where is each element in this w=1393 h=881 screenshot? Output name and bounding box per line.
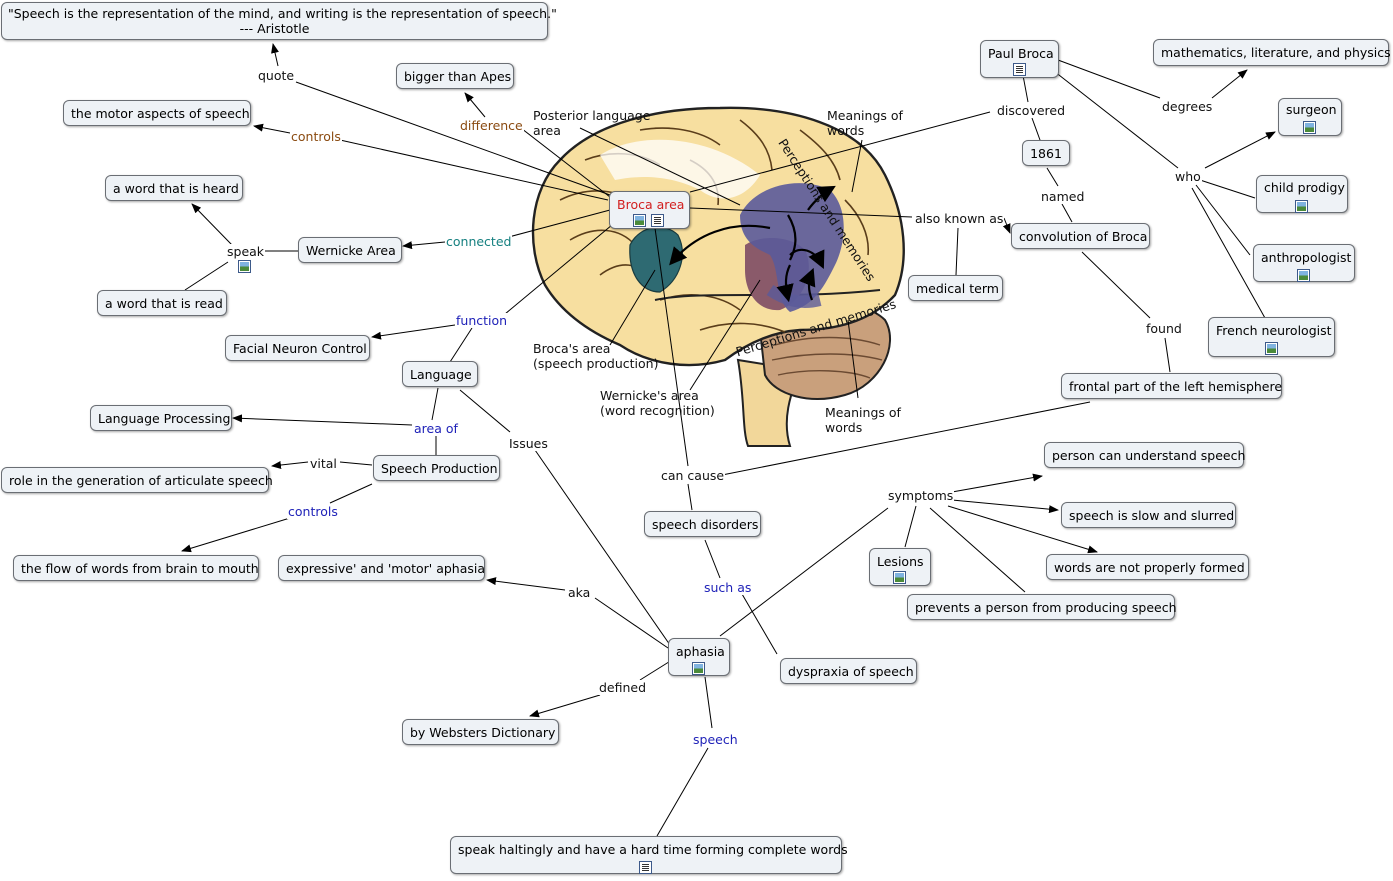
word-heard-node[interactable]: a word that is heard [105,175,243,201]
word-read-node[interactable]: a word that is read [97,290,227,316]
link-issues: Issues [508,436,549,451]
link-difference: difference [459,118,524,133]
speech-disorders-node[interactable]: speech disorders [644,511,761,537]
image-resource-icon[interactable] [1297,269,1310,282]
image-resource-icon[interactable] [238,260,251,273]
convolution-node[interactable]: convolution of Broca [1011,223,1150,249]
link-discovered: discovered [996,103,1067,118]
lesions-node[interactable]: Lesions [869,548,931,586]
link-also-known-as: also known as [914,211,1005,226]
link-area-of: area of [413,421,459,436]
language-node[interactable]: Language [402,361,478,387]
slow-slurred-node[interactable]: speech is slow and slurred [1061,502,1236,528]
link-symptoms: symptoms [887,488,955,503]
dyspraxia-node[interactable]: dyspraxia of speech [780,658,917,684]
link-found: found [1145,321,1183,336]
link-named: named [1040,189,1086,204]
wernicke-area-node[interactable]: Wernicke Area [298,237,402,263]
link-defined: defined [598,680,648,695]
document-resource-icon[interactable] [639,861,652,874]
language-processing-node[interactable]: Language Processing [90,405,232,431]
link-quote: quote [257,68,296,83]
brain-illustration [531,106,905,447]
words-not-formed-node[interactable]: words are not properly formed [1046,554,1249,580]
link-vital: vital [309,456,338,471]
link-aka: aka [567,585,592,600]
document-resource-icon[interactable] [651,214,664,227]
expressive-aphasia-node[interactable]: expressive' and 'motor' aphasia [278,555,485,581]
document-resource-icon[interactable] [1013,63,1026,76]
can-understand-node[interactable]: person can understand speech [1044,442,1245,468]
link-who: who [1174,169,1202,184]
aristotle-quote-node[interactable]: "Speech is the representation of the min… [1,2,557,40]
link-such-as: such as [703,580,753,595]
link-can-cause: can cause [660,468,726,483]
math-lit-phys-node[interactable]: mathematics, literature, and physics [1153,39,1391,66]
speech-production-node[interactable]: Speech Production [373,455,500,481]
link-function: function [455,313,509,328]
image-resource-icon[interactable] [692,662,705,675]
frontal-part-node[interactable]: frontal part of the left hemisphere [1061,373,1282,399]
medical-term-node[interactable]: medical term [908,275,1003,301]
link-controls-bottom: controls [287,504,339,519]
broca-area-node[interactable]: Broca area [609,191,690,229]
facial-neuron-node[interactable]: Facial Neuron Control [225,335,370,361]
flow-of-words-node[interactable]: the flow of words from brain to mouth [13,555,259,581]
image-resource-icon[interactable] [1303,121,1316,134]
link-speak: speak [226,244,266,259]
image-resource-icon[interactable] [1265,342,1278,355]
bigger-than-apes-node[interactable]: bigger than Apes [396,63,514,89]
prevents-speech-node[interactable]: prevents a person from producing speech [907,594,1177,620]
link-degrees: degrees [1161,99,1214,114]
french-neurologist-node[interactable]: French neurologist [1208,317,1335,357]
year-1861-node[interactable]: 1861 [1022,140,1070,166]
role-generation-node[interactable]: role in the generation of articulate spe… [1,467,273,493]
link-connected: connected [445,234,513,249]
motor-aspects-node[interactable]: the motor aspects of speech [63,100,251,126]
brain-label-brocas: Broca's area(speech production) [533,341,659,371]
image-resource-icon[interactable] [893,571,906,584]
link-controls-top: controls [290,129,342,144]
websters-node[interactable]: by Websters Dictionary [402,719,559,745]
connection-lines [181,43,1276,837]
image-resource-icon[interactable] [633,214,646,227]
brain-label-wernickes: Wernicke's area(word recognition) [600,388,715,418]
image-resource-icon[interactable] [1295,200,1308,213]
link-speech: speech [692,732,739,747]
